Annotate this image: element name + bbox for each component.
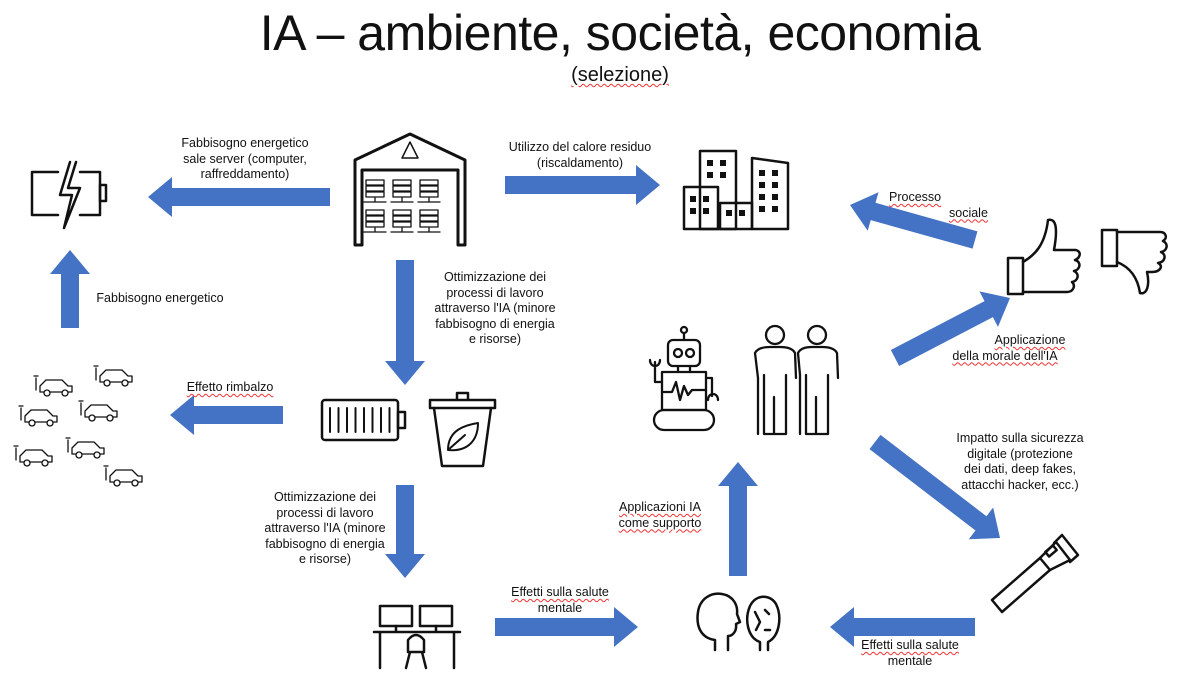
label-line: e risorse) — [468, 332, 522, 346]
arrows — [50, 165, 1010, 647]
page-subtitle: (selezione) — [571, 64, 669, 86]
label-line: processi di lavoro — [276, 505, 374, 520]
arrow-up-energy — [50, 250, 90, 328]
thumbs-up-icon — [1006, 218, 1081, 296]
arrow-mental-health-2 — [830, 607, 975, 647]
label-line: mentale — [537, 600, 583, 615]
label-line: attacchi hacker, ecc.) — [961, 477, 1079, 492]
label-line: Ottimizzazione dei — [443, 270, 547, 284]
label-line: Processo — [889, 190, 942, 204]
arrow-mental-health — [495, 607, 638, 647]
label-rebound: Effetto rimbalzo — [186, 380, 274, 394]
people-icon — [753, 324, 840, 436]
battery-icon — [320, 398, 407, 442]
label-line: Effetti sulla salute — [861, 638, 959, 652]
label-line: attraverso l'IA (minore — [434, 301, 556, 315]
label-ai-support: Applicazioni IA come supporto — [605, 500, 715, 531]
label-line: Impatto sulla sicurezza — [956, 431, 1084, 445]
arrow-ai-morals — [890, 291, 1010, 366]
thumbs-down-icon — [1100, 228, 1168, 295]
label-ai-morals: Applicazione della morale dell'IA — [930, 333, 1080, 364]
label-line: fabbisogno di energia — [265, 536, 385, 551]
arrow-social-process — [849, 192, 978, 249]
arrow-to-battery — [148, 177, 330, 217]
label-residual-heat: Utilizzo del calore residuo (riscaldamen… — [500, 140, 660, 171]
label-line: mentale — [887, 653, 933, 668]
label-line: sale server (computer, — [183, 151, 307, 166]
label-line: Applicazioni IA — [619, 500, 701, 514]
city-buildings-icon — [682, 149, 790, 231]
label-server-energy: Fabbisogno energetico sale server (compu… — [170, 136, 320, 183]
label-line: Applicazione — [994, 333, 1066, 347]
label-line: attraverso l'IA (minore — [264, 521, 386, 535]
label-optimization-1: Ottimizzazione dei processi di lavoro at… — [425, 270, 565, 348]
arrow-ai-support — [718, 462, 758, 576]
label-optimization-2: Ottimizzazione dei processi di lavoro at… — [255, 490, 395, 568]
label-mental-health-2: Effetti sulla salute mentale — [840, 638, 980, 669]
label-line: e risorse) — [298, 552, 352, 566]
label-line: fabbisogno di energia — [435, 316, 555, 331]
seatbelt-icon — [990, 533, 1080, 614]
label-energy-demand: Fabbisogno energetico — [96, 291, 224, 305]
arrow-down-optimization-2 — [385, 485, 425, 578]
battery-charging-icon — [30, 160, 108, 230]
arrow-rebound — [170, 395, 283, 435]
label-mental-health-1: Effetti sulla salute mentale — [490, 585, 630, 616]
robot-icon — [648, 325, 720, 432]
label-line: Effetti sulla salute — [511, 585, 609, 599]
label-line: Ottimizzazione dei — [273, 490, 377, 504]
server-room-icon — [353, 132, 467, 247]
arrow-down-optimization-1 — [385, 260, 425, 385]
label-line: dei dati, deep fakes, — [964, 462, 1076, 476]
electric-cars-icon — [13, 365, 143, 487]
eco-bin-icon — [428, 391, 497, 468]
label-line: sociale — [949, 205, 988, 220]
workstations-icon — [372, 604, 462, 670]
label-line: Utilizzo del calore residuo — [508, 140, 652, 154]
label-line: come supporto — [618, 515, 702, 530]
label-line: digitale (protezione — [967, 446, 1073, 461]
page-title: IA – ambiente, società, economia — [259, 5, 981, 61]
label-line: (riscaldamento) — [536, 155, 624, 170]
label-digital-security: Impatto sulla sicurezza digitale (protez… — [945, 431, 1095, 493]
heads-icon — [696, 592, 781, 652]
arrow-digital-security — [869, 434, 1000, 540]
label-line: raffreddamento) — [200, 167, 290, 181]
label-line: Fabbisogno energetico — [181, 136, 309, 150]
label-social-process: Processo sociale — [885, 190, 995, 221]
arrow-to-city — [505, 165, 660, 205]
label-line: processi di lavoro — [446, 285, 544, 300]
label-line: della morale dell'IA — [952, 348, 1058, 363]
